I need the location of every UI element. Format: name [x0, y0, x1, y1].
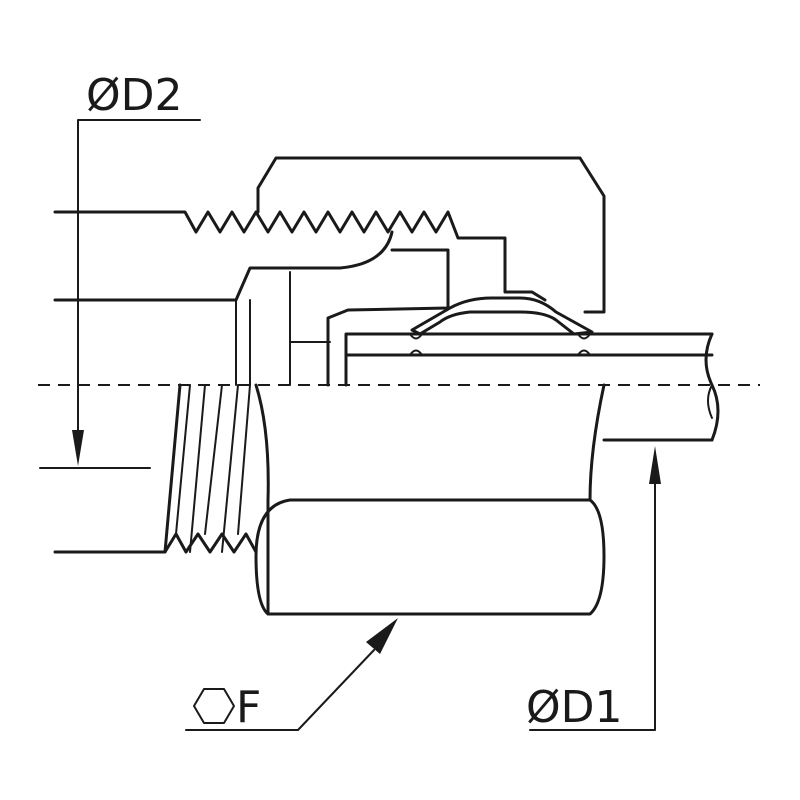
d1-label: ØD1 [526, 682, 623, 733]
body-bore-step [326, 248, 450, 387]
d2-leader [77, 119, 201, 431]
nut-hex-lower [254, 383, 606, 502]
f-leader [185, 649, 375, 731]
nut-hex-body [254, 498, 606, 616]
body-cone [53, 230, 394, 302]
stud-thread [53, 532, 258, 554]
tube-upper [344, 332, 714, 387]
tube-bead-left [409, 333, 423, 356]
cutting-ring [410, 296, 594, 336]
f-arrowhead [366, 618, 398, 654]
hexagon-icon [193, 688, 235, 724]
stud-thread-lines [175, 384, 251, 553]
tube-bead-right [577, 333, 591, 356]
body-thread [53, 210, 547, 302]
nut-outline [256, 156, 606, 314]
f-label: F [236, 682, 261, 733]
d1-arrowhead [649, 446, 661, 484]
d2-arrowhead [72, 430, 84, 466]
d2-label: ØD2 [86, 70, 183, 121]
stud-face [163, 383, 182, 554]
d1-leader [529, 483, 656, 731]
tube-break-shade [707, 384, 713, 419]
